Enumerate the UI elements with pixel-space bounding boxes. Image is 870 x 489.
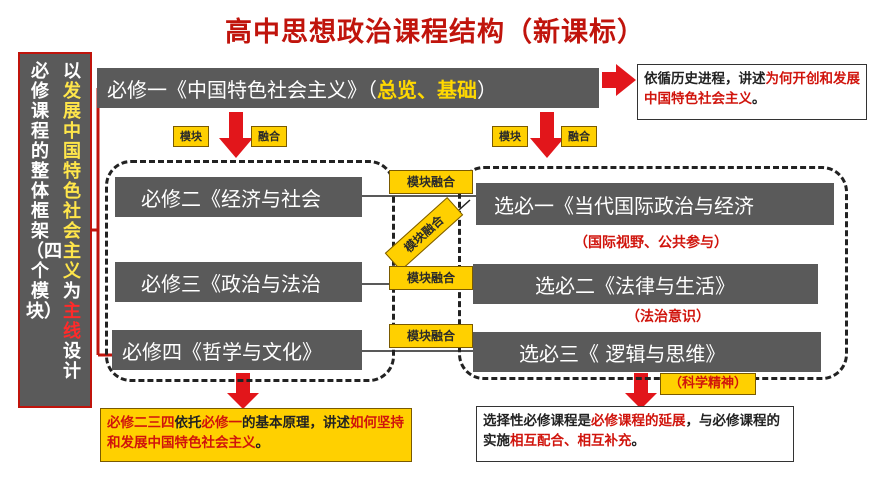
text-segment: 为何开创和发展中国特色社会主义 (644, 71, 860, 107)
module-title: 必修一《中国特色社会主义》（ (107, 77, 377, 102)
text-segment: 相互配合、相互补充 (510, 433, 632, 449)
text-segment: 必修一 (201, 415, 243, 431)
down-arrow-left (219, 112, 253, 158)
down-arrow-right (530, 112, 564, 158)
text-segment: 如何坚持和发展中国特色社会主义 (107, 415, 404, 451)
text-segment: 主线 (63, 301, 81, 342)
text-segment: 选择性必修课程是 (483, 413, 591, 429)
tag-module: 模块 (173, 126, 209, 147)
mainline-label: 以发展中国特色社会主义为主线设计 (58, 62, 86, 382)
text-segment: 。 (255, 435, 270, 451)
text-segment: 以 (63, 61, 81, 82)
tag-fusion: 融合 (251, 126, 287, 147)
bracket-line (92, 86, 112, 357)
elective-2-note: （法治意识） (626, 309, 710, 325)
tag-module: 模块 (492, 126, 528, 147)
page-title: 高中思想政治课程结构（新课标） (225, 17, 645, 48)
module-compulsory-4: 必修四《哲学与文化》 (112, 330, 362, 370)
module-emphasis: 总览、基础 (377, 77, 477, 102)
tag-fusion: 融合 (561, 126, 597, 147)
down-arrow-bottom-right (625, 373, 657, 409)
text-segment: 。 (631, 433, 646, 449)
tag-module-fusion-1: 模块融合 (389, 170, 473, 194)
tag-module-fusion-3: 模块融合 (389, 324, 473, 348)
elective-1-note: （国际视野、公共参与） (574, 235, 728, 251)
framework-label: 必修课程的整体框架（四个模块） (26, 61, 62, 322)
module-title-end: ） (477, 77, 497, 102)
text-segment: 依循历史进程，讲述 (644, 71, 766, 87)
elective-3-note: （科学精神） (660, 373, 757, 395)
module-elective-1: 选必一《当代国际政治与经济 (476, 183, 834, 225)
text-segment: 必修课程的延展 (591, 413, 686, 429)
down-arrow-bottom-left (227, 373, 259, 409)
note-elective-extension: 选择性必修课程是必修课程的延展，与必修课程的实施相互配合、相互补充。 (476, 406, 794, 462)
text-segment: 为 (63, 281, 81, 302)
text-segment: ，与必修课程的实施 (483, 413, 780, 449)
module-compulsory-2: 必修二《经济与社会 (115, 177, 362, 217)
text-segment: 必修二三四 (107, 415, 175, 431)
module-compulsory-3: 必修三《政治与法治 (115, 262, 362, 302)
text-segment: 依托 (174, 415, 202, 431)
module-elective-3: 选必三《 逻辑与思维》 (473, 332, 821, 372)
right-arrow-top (602, 64, 636, 96)
module-elective-2: 选必二《法律与生活》 (473, 264, 818, 304)
text-segment: 。 (752, 91, 766, 107)
text-segment: 发展中国特色社会主义 (63, 81, 81, 282)
text-segment: 设计 (63, 341, 81, 382)
module-compulsory-1: 必修一《中国特色社会主义》（总览、基础） (97, 68, 599, 108)
note-compulsory-basis: 必修二三四依托必修一的基本原理，讲述如何坚持和发展中国特色社会主义。 (100, 408, 412, 462)
framework-bar: 必修课程的整体框架（四个模块） 以发展中国特色社会主义为主线设计 (18, 52, 92, 408)
text-segment: 的基本原理，讲述 (242, 415, 350, 431)
tag-module-fusion-2: 模块融合 (389, 266, 473, 290)
note-history-process: 依循历史进程，讲述为何开创和发展中国特色社会主义。 (637, 64, 867, 120)
